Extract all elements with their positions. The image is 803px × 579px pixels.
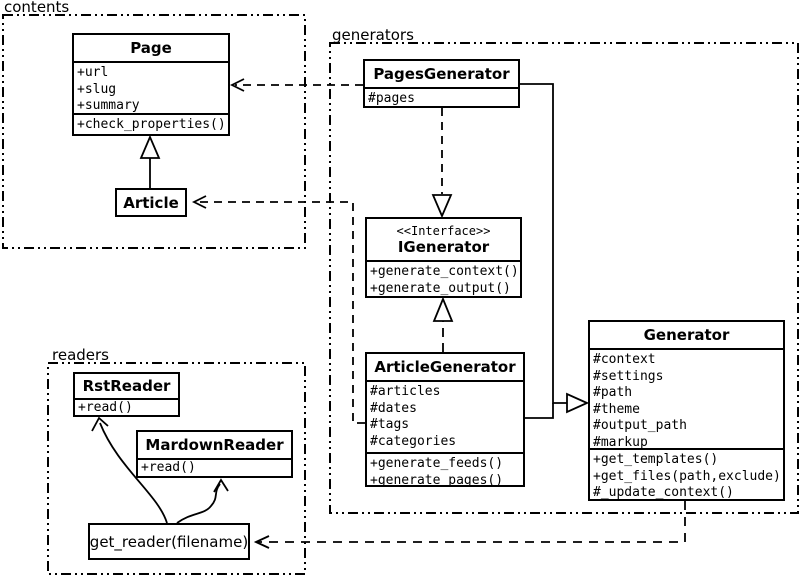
- class-rstreader-methods: +read(): [75, 398, 178, 415]
- class-articlegenerator-attributes: #articles #dates #tags #categories: [367, 380, 523, 452]
- class-igenerator-title: <<Interface>> IGenerator: [367, 219, 520, 260]
- class-page-methods: +check_properties(): [74, 113, 228, 134]
- class-articlegenerator: ArticleGenerator #articles #dates #tags …: [365, 352, 525, 487]
- dependency-articlegenerator-article: [191, 195, 365, 424]
- class-generator-attributes: #context #settings #path #theme #output_…: [590, 348, 783, 448]
- inheritance-article-page: [139, 134, 161, 188]
- package-label-readers: readers: [52, 346, 109, 364]
- class-pagesgenerator: PagesGenerator #pages: [363, 59, 520, 108]
- package-label-generators: generators: [332, 26, 414, 44]
- class-igenerator: <<Interface>> IGenerator +generate_conte…: [365, 217, 522, 298]
- class-rstreader-title: RstReader: [82, 377, 171, 395]
- class-articlegenerator-title: ArticleGenerator: [374, 358, 516, 376]
- class-mardownreader-methods: +read(): [138, 458, 291, 476]
- class-generator-methods: +get_templates() +get_files(path,exclude…: [590, 448, 783, 499]
- dependency-generator-getreader: [253, 501, 686, 549]
- realization-pagesgenerator-igenerator: [431, 108, 453, 219]
- class-rstreader: RstReader +read(): [73, 372, 180, 417]
- class-igenerator-name: IGenerator: [397, 237, 490, 256]
- dependency-pagesgenerator-page: [229, 78, 363, 92]
- realization-articlegenerator-igenerator: [432, 296, 454, 352]
- class-mardownreader-title: MardownReader: [145, 436, 284, 454]
- class-pagesgenerator-attributes: #pages: [365, 87, 518, 106]
- function-get-reader: get_reader(filename): [88, 523, 250, 560]
- class-generator: Generator #context #settings #path #them…: [588, 320, 785, 501]
- class-article-title: Article: [123, 193, 179, 212]
- class-page: Page +url +slug +summary +check_properti…: [72, 33, 230, 136]
- inheritance-pagesgenerator-generator: [520, 83, 590, 414]
- class-igenerator-stereotype: <<Interface>>: [396, 223, 491, 238]
- inheritance-articlegenerator-generator: [525, 403, 554, 419]
- class-page-attributes: +url +slug +summary: [74, 61, 228, 113]
- class-page-title: Page: [130, 39, 172, 57]
- class-article: Article: [115, 188, 187, 217]
- class-igenerator-methods: +generate_context() +generate_output(): [367, 260, 520, 296]
- class-pagesgenerator-title: PagesGenerator: [373, 65, 510, 83]
- class-mardownreader: MardownReader +read(): [136, 430, 293, 478]
- package-label-contents: contents: [4, 0, 70, 16]
- class-generator-title: Generator: [643, 326, 730, 344]
- class-articlegenerator-methods: +generate_feeds() +generate_pages(): [367, 452, 523, 485]
- association-getreader-mardownreader: [176, 478, 229, 524]
